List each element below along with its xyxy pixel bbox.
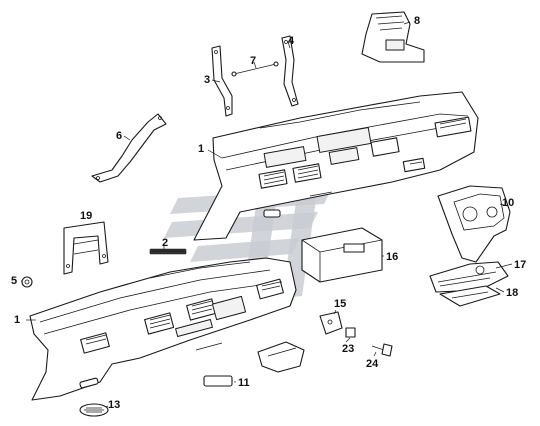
- part-16-glovebox: [301, 227, 383, 283]
- part-18-console-tray: [439, 285, 501, 307]
- callout-4: 4: [288, 35, 295, 47]
- callout-labels: 1 1 2 3 4 5 6 7 8 10 11 13 15 16 17 18 1…: [11, 15, 526, 411]
- callout-1-upper: 1: [198, 143, 204, 155]
- callout-6: 6: [116, 130, 122, 142]
- callout-5: 5: [11, 275, 17, 287]
- part-17-console: [429, 261, 509, 293]
- part-15-clip-bracket: [319, 311, 343, 335]
- callout-3: 3: [204, 74, 210, 86]
- callout-13: 13: [108, 399, 120, 411]
- part-7-rod: [231, 61, 279, 77]
- callout-16: 16: [386, 251, 398, 263]
- callout-15: 15: [334, 298, 346, 310]
- part-13-speaker-grille: [79, 403, 109, 417]
- callout-24: 24: [366, 358, 379, 370]
- callout-10: 10: [502, 197, 514, 209]
- part-8-mount: [361, 11, 425, 63]
- cover-bracket: [257, 341, 305, 373]
- dashboard-upper: [193, 91, 479, 241]
- part-4-bracket: [281, 35, 299, 107]
- leader-lines: [21, 21, 513, 408]
- callout-19: 19: [80, 210, 92, 222]
- callout-1-lower: 1: [14, 314, 20, 326]
- callout-23: 23: [342, 343, 354, 355]
- callout-2: 2: [162, 237, 168, 249]
- part-24-screw: [371, 343, 393, 357]
- part-5-grommet: [21, 276, 33, 288]
- part-19-bracket: [63, 221, 109, 275]
- callout-11: 11: [238, 377, 250, 389]
- part-2-trim-strip: [149, 248, 187, 255]
- part-11-handle: [203, 375, 233, 387]
- callout-8: 8: [414, 15, 420, 27]
- part-10-cluster-housing: [437, 185, 511, 263]
- part-3-bracket: [211, 45, 233, 117]
- callout-17: 17: [514, 259, 526, 271]
- callout-7: 7: [250, 55, 256, 67]
- part-6-bracket: [91, 113, 167, 183]
- dashboard-lower: [29, 257, 297, 401]
- callout-18: 18: [506, 287, 518, 299]
- part-23-nut: [345, 327, 356, 338]
